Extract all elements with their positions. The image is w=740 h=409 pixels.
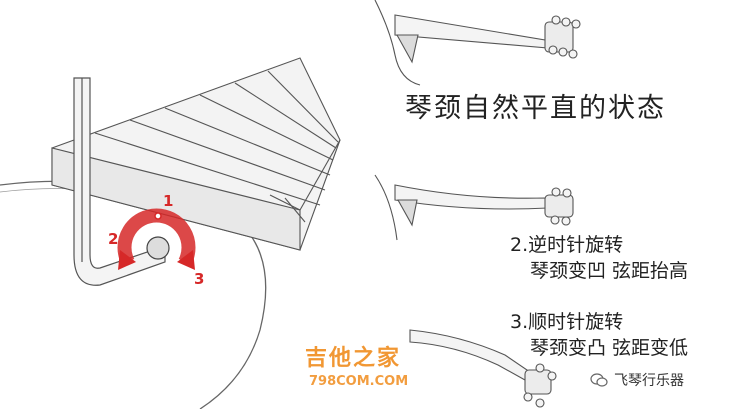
caption-cw-line1: 3.顺时针旋转 — [510, 311, 624, 333]
rotation-label-three: 3 — [194, 270, 204, 288]
rotation-arrow — [117, 208, 196, 270]
watermark-url: 798COM.COM — [309, 374, 409, 389]
rotation-label-two: 2 — [108, 230, 118, 248]
caption-ccw-line1: 2.逆时针旋转 — [510, 234, 624, 256]
brand-tag: 飞琴行乐器 — [590, 370, 684, 390]
watermark-chinese: 吉他之家 — [305, 346, 402, 371]
wechat-icon — [590, 373, 608, 387]
caption-counter-clockwise: 2.逆时针旋转 琴颈变凹 弦距抬高 — [510, 232, 688, 284]
fretboard-closeup — [51, 57, 341, 251]
watermark: 吉他之家 798COM.COM — [305, 340, 408, 389]
guitar-concave-diagram — [374, 174, 574, 241]
truss-rod-nut — [146, 236, 170, 260]
caption-ccw-line2: 琴颈变凹 弦距抬高 — [530, 260, 689, 282]
caption-clockwise: 3.顺时针旋转 琴颈变凸 弦距变低 — [510, 309, 688, 361]
guitar-straight-diagram — [374, 0, 581, 86]
rotation-label-one: 1 — [163, 192, 173, 210]
guitar-convex-diagram — [409, 329, 557, 408]
caption-cw-line2: 琴颈变凸 弦距变低 — [530, 337, 689, 359]
brand-name: 飞琴行乐器 — [614, 373, 684, 389]
caption-natural: 琴颈自然平直的状态 — [405, 93, 666, 124]
